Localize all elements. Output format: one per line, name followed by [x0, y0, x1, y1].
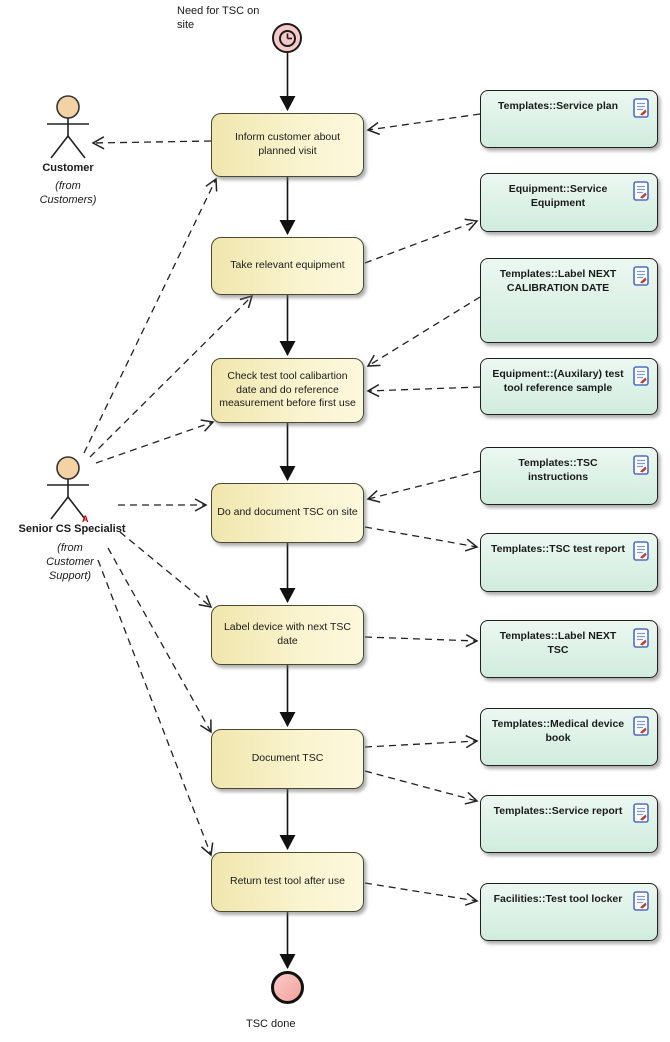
artifact-medical-device-book[interactable]: Templates::Medical device book: [480, 708, 658, 766]
activity-check-calibration[interactable]: Check test tool calibartion date and do …: [211, 358, 364, 423]
document-icon: [633, 716, 649, 736]
activity-take-equipment[interactable]: Take relevant equipment: [211, 237, 364, 295]
activity-label: Inform customer about planned visit: [234, 131, 341, 157]
actor-senior-cs-specialist-figure[interactable]: [38, 455, 98, 521]
document-icon: [633, 181, 649, 201]
activity-label: Take relevant equipment: [230, 259, 345, 272]
artifact-label: Templates::Label NEXT CALIBRATION DATE: [499, 268, 617, 294]
dependency-arrows: [83, 113, 481, 906]
actor-senior-cs-specialist-from: (from Customer Support): [46, 542, 94, 582]
activity-inform-customer[interactable]: Inform customer about planned visit: [211, 113, 364, 177]
artifact-label: Templates::Label NEXT TSC: [499, 630, 617, 656]
end-node-label: TSC done: [246, 1018, 296, 1030]
artifact-tsc-test-report[interactable]: Templates::TSC test report: [480, 533, 658, 592]
artifact-label-next-tsc[interactable]: Templates::Label NEXT TSC: [480, 620, 658, 678]
artifact-test-tool-locker[interactable]: Facilities::Test tool locker: [480, 883, 658, 941]
activity-label: Label device with next TSC date: [223, 621, 352, 647]
activity-return-tool[interactable]: Return test tool after use: [211, 852, 364, 912]
activity-label: Do and document TSC on site: [217, 506, 358, 519]
artifact-service-equipment[interactable]: Equipment::Service Equipment: [480, 173, 658, 232]
document-icon: [633, 366, 649, 386]
activity-label: Return test tool after use: [230, 875, 345, 888]
artifact-label: Templates::TSC test report: [491, 543, 625, 555]
timer-clock-icon: [278, 29, 296, 47]
action-badge: A: [82, 514, 89, 524]
artifact-label: Templates::Service report: [493, 805, 623, 817]
start-node[interactable]: [272, 23, 302, 53]
actor-senior-cs-specialist-name: Senior CS Specialist: [18, 523, 126, 535]
actor-customer-figure[interactable]: [38, 94, 98, 160]
end-node[interactable]: [271, 971, 304, 1004]
artifact-label-next-calibration-date[interactable]: Templates::Label NEXT CALIBRATION DATE: [480, 258, 658, 343]
activity-label: Document TSC: [251, 752, 324, 765]
artifact-label: Equipment::(Auxilary) test tool referenc…: [492, 368, 624, 394]
artifact-tsc-instructions[interactable]: Templates::TSC instructions: [480, 447, 658, 505]
artifact-label: Facilities::Test tool locker: [493, 893, 623, 905]
artifact-service-report[interactable]: Templates::Service report: [480, 795, 658, 853]
artifact-label: Templates::TSC instructions: [518, 457, 598, 483]
actor-customer-from: (from Customers): [39, 180, 97, 206]
artifact-label: Equipment::Service Equipment: [508, 183, 608, 209]
artifact-service-plan[interactable]: Templates::Service plan: [480, 90, 658, 148]
actor-customer-name: Customer: [42, 162, 94, 174]
document-icon: [633, 98, 649, 118]
document-icon: [633, 455, 649, 475]
artifact-aux-test-tool-sample[interactable]: Equipment::(Auxilary) test tool referenc…: [480, 358, 658, 415]
activity-document-tsc[interactable]: Document TSC: [211, 729, 364, 789]
artifact-label: Templates::Service plan: [497, 100, 619, 112]
document-icon: [633, 266, 649, 286]
start-node-label: Need for TSC on site: [177, 5, 260, 31]
document-icon: [633, 628, 649, 648]
document-icon: [633, 541, 649, 561]
activity-label-device[interactable]: Label device with next TSC date: [211, 605, 364, 665]
activity-do-document-tsc[interactable]: Do and document TSC on site: [211, 483, 364, 543]
artifact-label: Templates::Medical device book: [491, 718, 625, 744]
document-icon: [633, 891, 649, 911]
activity-label: Check test tool calibartion date and do …: [219, 370, 356, 410]
document-icon: [633, 803, 649, 823]
